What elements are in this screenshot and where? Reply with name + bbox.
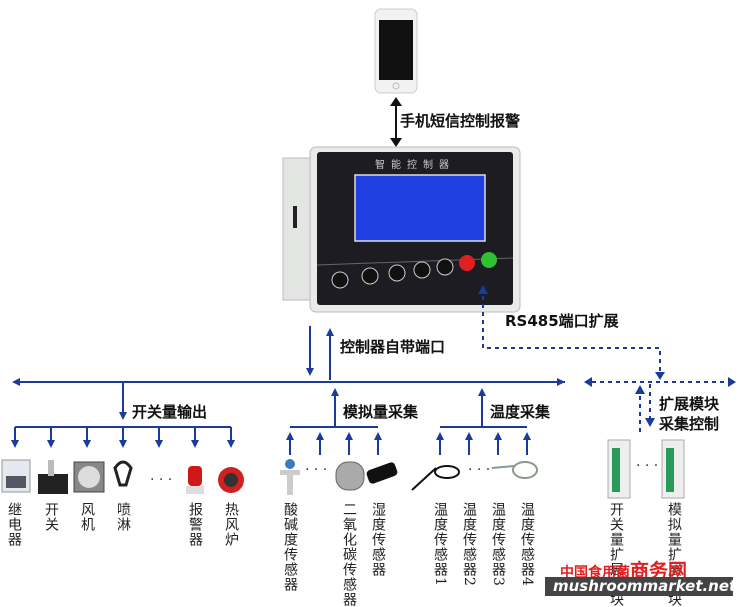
expansion-label-2: 采集控制 — [659, 415, 720, 433]
alarm-icon — [186, 466, 204, 494]
controller-device: 智能控制器 — [282, 146, 521, 313]
watermark-url: mushroommarket.net — [545, 577, 736, 596]
device-label: 喷淋 — [115, 502, 131, 532]
temp-probe-icon — [491, 461, 538, 479]
expansion-module-icon — [607, 439, 631, 499]
rs485-link — [482, 296, 661, 372]
device-label: 热风炉 — [223, 502, 239, 547]
phone-icon — [374, 8, 418, 94]
device-label: 温度传感器3 — [490, 502, 506, 587]
builtin-port-label: 控制器自带端口 — [340, 338, 446, 356]
device-label: 继电器 — [6, 502, 22, 547]
device-label: 温度传感器4 — [519, 502, 535, 587]
co2-sensor-icon — [335, 461, 365, 491]
temp-sensor-icon — [411, 465, 460, 491]
sprinkler-icon — [113, 460, 133, 487]
device-label: 温度传感器2 — [461, 502, 477, 587]
temperature-acquisition-label: 温度采集 — [490, 403, 551, 421]
controller-title: 智能控制器 — [375, 158, 455, 171]
expansion-bus — [592, 381, 728, 432]
device-label: 酸碱度传感器 — [282, 502, 298, 592]
heater-icon — [218, 467, 244, 493]
humidity-sensor-icon — [366, 462, 398, 484]
device-label: 风机 — [79, 502, 95, 532]
device-label: 温度传感器1 — [432, 502, 448, 587]
expansion-label-1: 扩展模块 — [659, 395, 720, 413]
relay-icon — [1, 459, 31, 493]
svg-text:· · ·: · · · — [636, 458, 658, 474]
switch-output-label: 开关量输出 — [132, 403, 208, 421]
svg-text:· · ·: · · · — [305, 462, 327, 478]
device-label: 报警器 — [187, 502, 203, 547]
device-label: 二氧化碳传感器 — [341, 502, 357, 607]
expansion-module-icon — [661, 439, 685, 499]
fan-icon — [73, 461, 105, 493]
switch-icon — [38, 460, 68, 494]
device-label: 开关 — [43, 502, 59, 532]
rs485-label: RS485端口扩展 — [505, 312, 619, 330]
ellipsis: · · · — [150, 472, 172, 488]
device-label: 湿度传感器 — [370, 502, 386, 577]
svg-text:· · ·: · · · — [468, 462, 490, 478]
analog-acquisition-label: 模拟量采集 — [343, 403, 419, 421]
ph-sensor-icon — [280, 459, 300, 495]
phone-link-label: 手机短信控制报警 — [400, 112, 521, 130]
